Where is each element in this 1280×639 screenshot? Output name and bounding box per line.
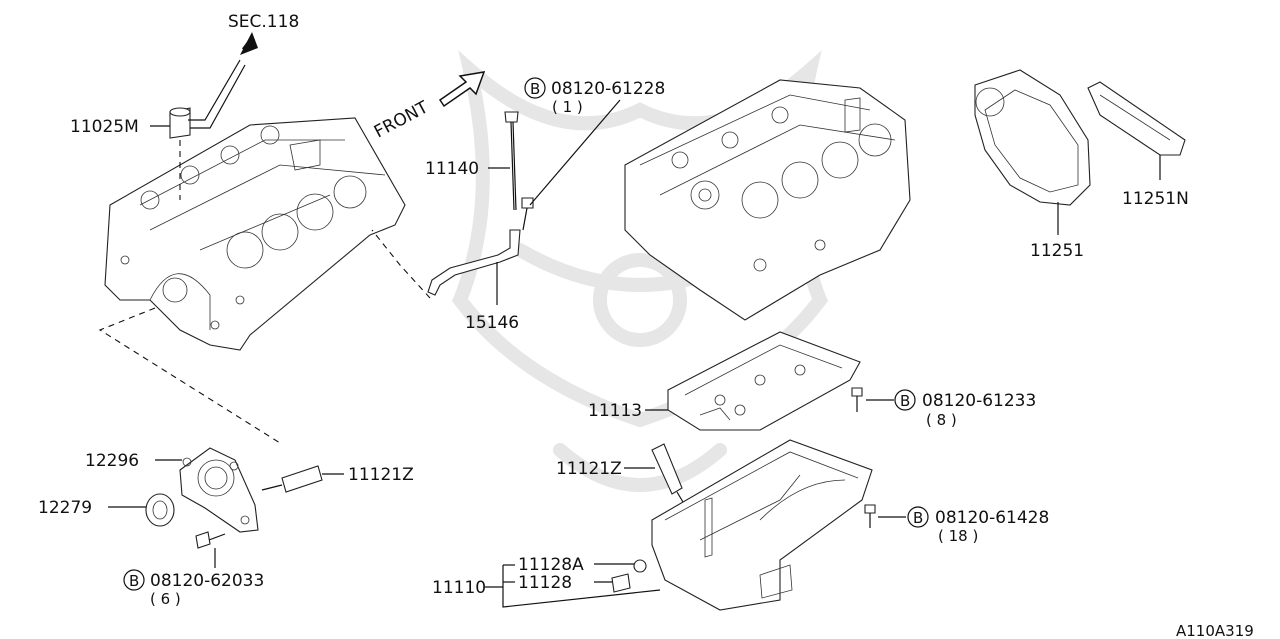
dipstick-11140 xyxy=(504,111,519,211)
bolt-symbol-b3 xyxy=(907,506,929,528)
cylinder-block-right xyxy=(624,79,911,321)
bolt-b2-code: 08120-61233 xyxy=(922,391,1036,411)
sec118-arrow xyxy=(240,32,258,55)
part-11121z-pan-label: 11121Z xyxy=(556,459,622,479)
sealant-tube-11121z-pan xyxy=(651,443,684,503)
part-11140-label: 11140 xyxy=(425,159,479,179)
bolt-b1-qty: ( 1 ) xyxy=(552,98,583,116)
bolt-08120-61428 xyxy=(864,504,876,528)
sealant-tube-11121z-top xyxy=(261,465,323,493)
bolt-b2-qty: ( 8 ) xyxy=(926,411,957,429)
washer-11128a xyxy=(633,559,647,573)
bolt-symbol-b1 xyxy=(524,77,546,99)
part-11251n-label: 11251N xyxy=(1122,189,1189,209)
drain-plug-11128 xyxy=(611,573,631,593)
part-11025m-label: 11025M xyxy=(70,117,139,137)
bolt-b1-code: 08120-61228 xyxy=(551,79,665,99)
bolt-b4-code: 08120-62033 xyxy=(150,571,264,591)
plate-11251n xyxy=(1087,81,1186,156)
part-12279-label: 12279 xyxy=(38,498,92,518)
front-arrow-icon xyxy=(438,71,486,108)
bolt-symbol-b4-text: B xyxy=(129,572,139,590)
sec118-label: SEC.118 xyxy=(228,12,299,32)
part-11121z-top-label: 11121Z xyxy=(348,465,414,485)
gasket-11251 xyxy=(974,69,1091,206)
retainer-guide-line xyxy=(98,307,281,444)
bolt-b3-qty: ( 18 ) xyxy=(938,527,978,545)
bolt-symbol-b2-text: B xyxy=(900,392,910,410)
part-11128-label: 11128 xyxy=(518,573,572,593)
bolt-b3-code: 08120-61428 xyxy=(935,508,1049,528)
bolt-symbol-b4 xyxy=(123,569,145,591)
diagram-id: A110A319 xyxy=(1176,622,1254,639)
bolt-08120-61233 xyxy=(851,387,863,412)
part-11110-label: 11110 xyxy=(432,578,486,598)
seal-retainer-12296 xyxy=(179,447,259,533)
dipstick-tube-15146 xyxy=(371,229,521,299)
bolt-symbol-b3-text: B xyxy=(913,509,923,527)
bolt-symbol-b2 xyxy=(894,389,916,411)
bolt-b4-qty: ( 6 ) xyxy=(150,590,181,608)
oil-seal-12279 xyxy=(145,493,175,527)
bolt-08120-62033 xyxy=(195,531,226,549)
bolt-symbol-b1-text: B xyxy=(530,80,540,98)
part-15146-label: 15146 xyxy=(465,313,519,333)
baffle-11113 xyxy=(667,331,861,431)
front-label: FRONT xyxy=(371,97,432,142)
bolt-08120-61228 xyxy=(521,197,534,231)
part-11113-label: 11113 xyxy=(588,401,642,421)
tube-11025m xyxy=(169,59,246,200)
part-11128a-label: 11128A xyxy=(518,555,584,575)
oil-pan-11110 xyxy=(651,439,873,611)
part-11251-label: 11251 xyxy=(1030,241,1084,261)
cylinder-block-left xyxy=(104,117,406,351)
part-12296-label: 12296 xyxy=(85,451,139,471)
